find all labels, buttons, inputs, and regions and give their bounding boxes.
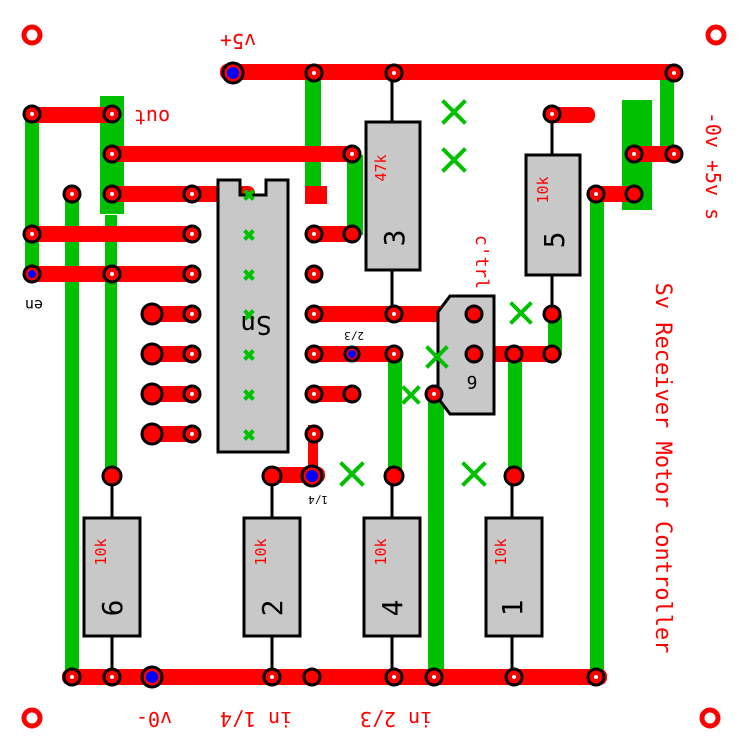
in23-label: in 2/3 [360,707,432,731]
ic-small-label: 6 [467,371,478,392]
junction-23-label: 2/3 [344,329,364,342]
resistor-5-number: 5 [538,232,571,249]
resistor-4-value: 10k [372,538,390,565]
junction-14-label: 1/4 [308,493,328,506]
resistor-4-number: 4 [376,600,409,617]
pad-holes [30,71,676,679]
supply-label: -0v +5v s [701,112,725,220]
resistor-1-value: 10k [492,538,510,565]
ic-main-label: Sn [240,309,271,339]
resistor-6-number: 6 [96,600,129,617]
trace-cut-marks [339,99,533,487]
mounting-holes [21,24,727,729]
resistor-1: 10k 1 [484,516,544,638]
ic-main-chip: Sn [216,178,290,454]
board-title: Sv Receiver Motor Controller [650,283,675,654]
resistor-6: 10k 6 [82,516,142,638]
v5-label: v5+ [220,29,256,53]
resistor-2: 10k 2 [242,516,302,638]
resistor-2-value: 10k [252,538,270,565]
resistor-6-value: 10k [92,538,110,565]
resistor-3: 47k 3 [364,120,422,272]
via-pads [22,61,361,689]
ctrl-label: c'trl [471,235,492,289]
resistor-4: 10k 4 [362,516,422,638]
resistor-2-number: 2 [256,600,289,617]
resistor-5-value: 10k [534,176,552,203]
out-label: out [134,105,170,129]
en-label: en [25,296,43,314]
resistor-3-number: 3 [378,230,411,247]
resistor-5: 10k 5 [524,153,582,277]
in14-label: in 1/4 [220,707,292,731]
gnd-label: v0- [136,707,172,731]
resistor-1-number: 1 [496,600,529,617]
resistor-3-value: 47k [372,154,390,181]
